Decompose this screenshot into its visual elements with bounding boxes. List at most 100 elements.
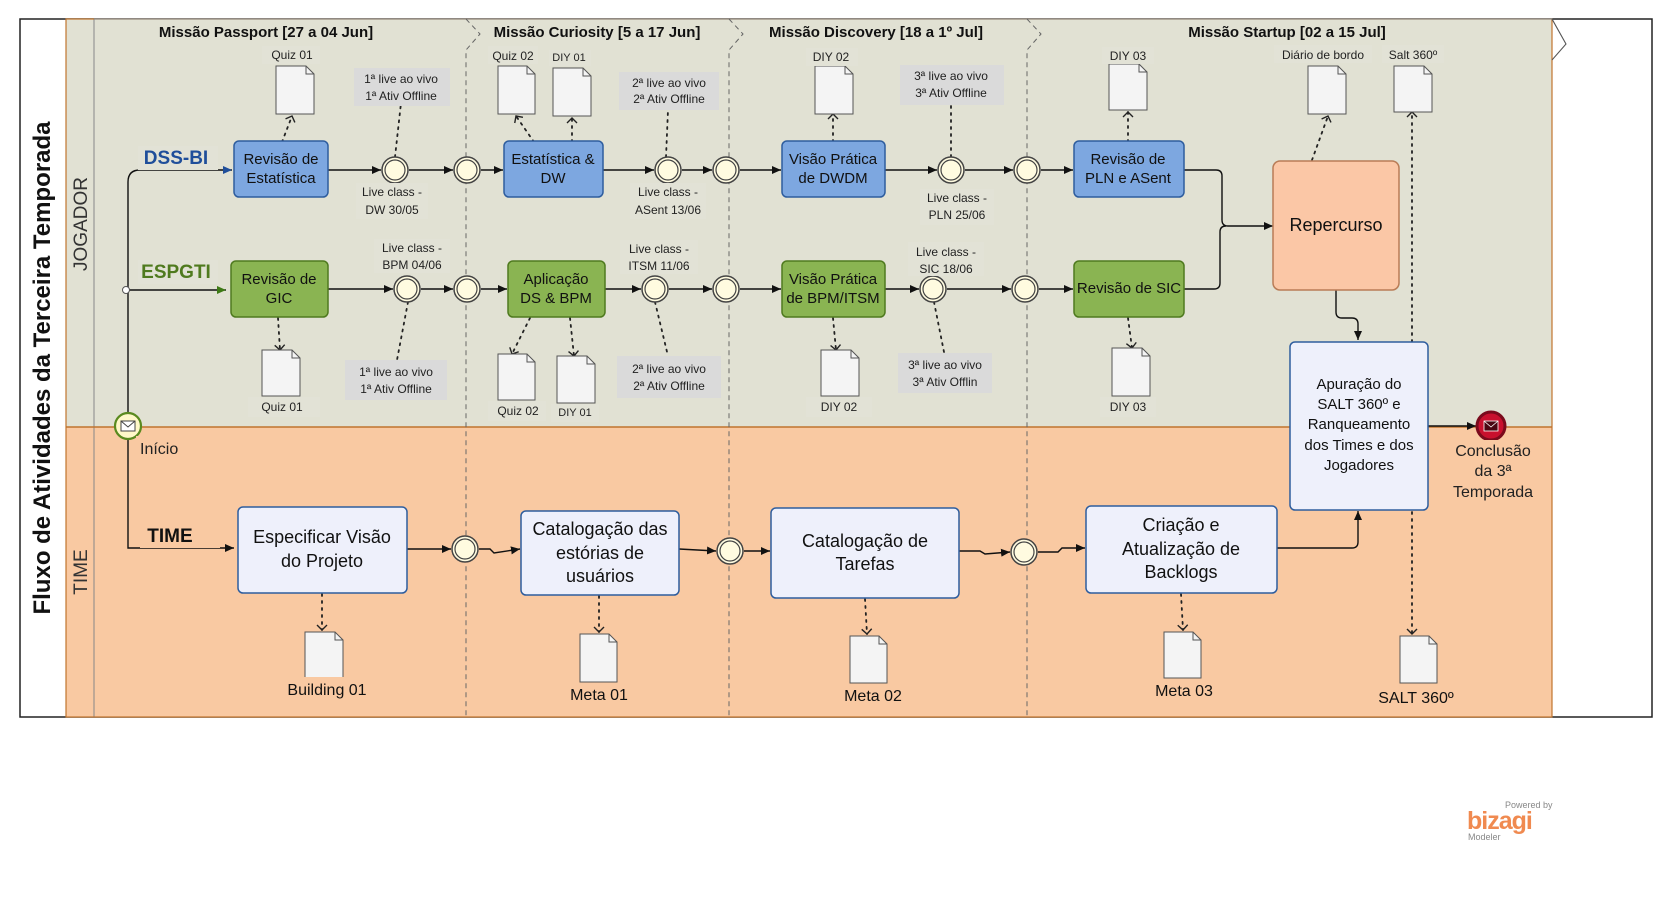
- task-catalogacao-tarefas[interactable]: Catalogação de Tarefas: [770, 507, 960, 599]
- svg-text:PLN e ASent: PLN e ASent: [1085, 170, 1172, 187]
- intermediate-event[interactable]: [453, 275, 481, 303]
- document-icon[interactable]: [552, 67, 592, 117]
- phase-startup: Missão Startup [02 a 15 Jul]: [1188, 24, 1386, 41]
- document-label: Diário de bordo: [1282, 48, 1364, 62]
- phase-passport: Missão Passport [27 a 04 Jun]: [159, 24, 373, 41]
- live-class-label: PLN 25/06: [929, 208, 986, 222]
- live-event-dw[interactable]: [381, 156, 409, 184]
- svg-text:Estatística &: Estatística &: [511, 151, 594, 168]
- document-icon[interactable]: [1111, 347, 1151, 397]
- document-label: DIY 01: [552, 52, 585, 64]
- document-icon[interactable]: [1399, 635, 1438, 684]
- svg-text:Catalogação de: Catalogação de: [802, 531, 928, 551]
- document-icon[interactable]: [1163, 631, 1202, 679]
- annotation-text: 3ª live ao vivo: [908, 358, 982, 372]
- task-revisao-sic[interactable]: Revisão de SIC: [1073, 260, 1185, 318]
- svg-text:Revisão de SIC: Revisão de SIC: [1077, 280, 1181, 297]
- document-icon[interactable]: [497, 353, 536, 401]
- intermediate-event[interactable]: [716, 537, 744, 565]
- live-class-label: SIC 18/06: [919, 262, 973, 276]
- intermediate-event[interactable]: [1010, 538, 1038, 566]
- svg-text:de DWDM: de DWDM: [798, 170, 867, 187]
- svg-text:de BPM/ITSM: de BPM/ITSM: [786, 290, 879, 307]
- task-revisao-estatistica[interactable]: Revisão de Estatística: [233, 140, 329, 198]
- document-icon[interactable]: [275, 65, 315, 115]
- group-dssbi-label: DSS-BI: [144, 148, 208, 169]
- task-visao-pratica-dwdm[interactable]: Visão Prática de DWDM: [781, 140, 886, 198]
- annotation-text: 1ª live ao vivo: [359, 365, 433, 379]
- svg-text:Apuração do: Apuração do: [1316, 376, 1401, 393]
- svg-text:Repercurso: Repercurso: [1289, 215, 1382, 235]
- document-icon[interactable]: [814, 65, 854, 115]
- phase-curiosity: Missão Curiosity [5 a 17 Jun]: [494, 24, 701, 41]
- intermediate-event[interactable]: [451, 535, 479, 563]
- annotation-text: 2ª Ativ Offline: [633, 92, 705, 106]
- live-class-label: ASent 13/06: [635, 203, 701, 217]
- intermediate-event[interactable]: [712, 156, 740, 184]
- document-icon[interactable]: [579, 633, 618, 683]
- svg-text:Revisão de: Revisão de: [243, 151, 318, 168]
- document-label: Building 01: [287, 682, 366, 699]
- document-label: DIY 01: [558, 407, 591, 419]
- live-class-label: Live class -: [629, 242, 689, 256]
- live-class-labels: Live class - DW 30/05 Live class - ASent…: [356, 183, 994, 276]
- task-estatistica-dw[interactable]: Estatística & DW: [503, 140, 604, 198]
- document-label: Meta 03: [1155, 683, 1213, 700]
- live-event-itsm[interactable]: [641, 275, 669, 303]
- live-event-bpm[interactable]: [393, 275, 421, 303]
- svg-text:DS & BPM: DS & BPM: [520, 290, 592, 307]
- powered-by-label: Powered by: [1505, 800, 1553, 810]
- intermediate-event[interactable]: [1013, 156, 1041, 184]
- document-label: Meta 02: [844, 688, 902, 705]
- task-aplicacao-ds-bpm[interactable]: Aplicação DS & BPM: [507, 260, 606, 318]
- document-icon[interactable]: [556, 355, 596, 404]
- intermediate-event[interactable]: [453, 156, 481, 184]
- svg-text:Ranqueamento: Ranqueamento: [1308, 416, 1411, 433]
- associations: [274, 102, 1418, 635]
- live-event-asent[interactable]: [654, 156, 682, 184]
- document-icon[interactable]: [1393, 65, 1433, 113]
- annotation-text: 3ª Ativ Offlin: [913, 375, 978, 389]
- live-event-sic[interactable]: [919, 275, 947, 303]
- data-objects: Quiz 01 Quiz 02 DIY 01 DIY 02 DIY 03 Diá…: [248, 45, 1468, 710]
- task-visao-pratica-bpm-itsm[interactable]: Visão Prática de BPM/ITSM: [781, 260, 886, 318]
- task-criacao-backlogs[interactable]: Criação e Atualização de Backlogs: [1085, 505, 1278, 594]
- task-repercurso[interactable]: Repercurso: [1272, 160, 1400, 291]
- intermediate-event[interactable]: [1011, 275, 1039, 303]
- start-flow: Início: [113, 166, 234, 552]
- task-catalogacao-estorias[interactable]: Catalogação das estórias de usuários: [520, 510, 680, 596]
- intermediate-events: [381, 156, 1041, 566]
- intermediate-event[interactable]: [712, 275, 740, 303]
- document-icon[interactable]: [1307, 65, 1347, 115]
- annotation-text: 2ª Ativ Offline: [633, 379, 705, 393]
- svg-text:do Projeto: do Projeto: [281, 551, 363, 571]
- document-icon[interactable]: [261, 349, 301, 397]
- live-class-label: ITSM 11/06: [628, 259, 689, 273]
- live-event-pln[interactable]: [937, 156, 965, 184]
- annotation-text: 1ª Ativ Offline: [365, 89, 437, 103]
- document-icon[interactable]: [1108, 63, 1148, 111]
- document-icon[interactable]: [497, 65, 536, 115]
- document-icon[interactable]: [304, 631, 344, 679]
- end-event-label-line1: Conclusão: [1455, 443, 1531, 460]
- document-icon[interactable]: [820, 349, 860, 397]
- task-revisao-gic[interactable]: Revisão de GIC: [230, 260, 329, 318]
- group-labels: DSS-BI ESPGTI TIME: [138, 146, 220, 548]
- svg-text:Revisão de: Revisão de: [241, 271, 316, 288]
- task-apuracao-salt[interactable]: Apuração do SALT 360º e Ranqueamento dos…: [1289, 341, 1429, 511]
- task-especificar-visao[interactable]: Especificar Visão do Projeto: [237, 506, 408, 594]
- flows-espgti: [328, 225, 1362, 340]
- brand-logo: bizagi: [1467, 807, 1532, 835]
- annotation-text: 3ª Ativ Offline: [915, 86, 987, 100]
- svg-text:Revisão de: Revisão de: [1090, 151, 1165, 168]
- end-event[interactable]: [1475, 410, 1507, 442]
- document-label: Quiz 01: [271, 48, 313, 62]
- product-label: Modeler: [1468, 832, 1501, 842]
- group-time-label: TIME: [147, 526, 192, 547]
- annotations: 1ª live ao vivo 1ª Ativ Offline 2ª live …: [345, 65, 1004, 400]
- task-revisao-pln-asent[interactable]: Revisão de PLN e ASent: [1073, 140, 1185, 198]
- svg-text:Atualização de: Atualização de: [1122, 539, 1240, 559]
- document-icon[interactable]: [849, 635, 888, 684]
- svg-text:dos Times e dos: dos Times e dos: [1304, 437, 1413, 454]
